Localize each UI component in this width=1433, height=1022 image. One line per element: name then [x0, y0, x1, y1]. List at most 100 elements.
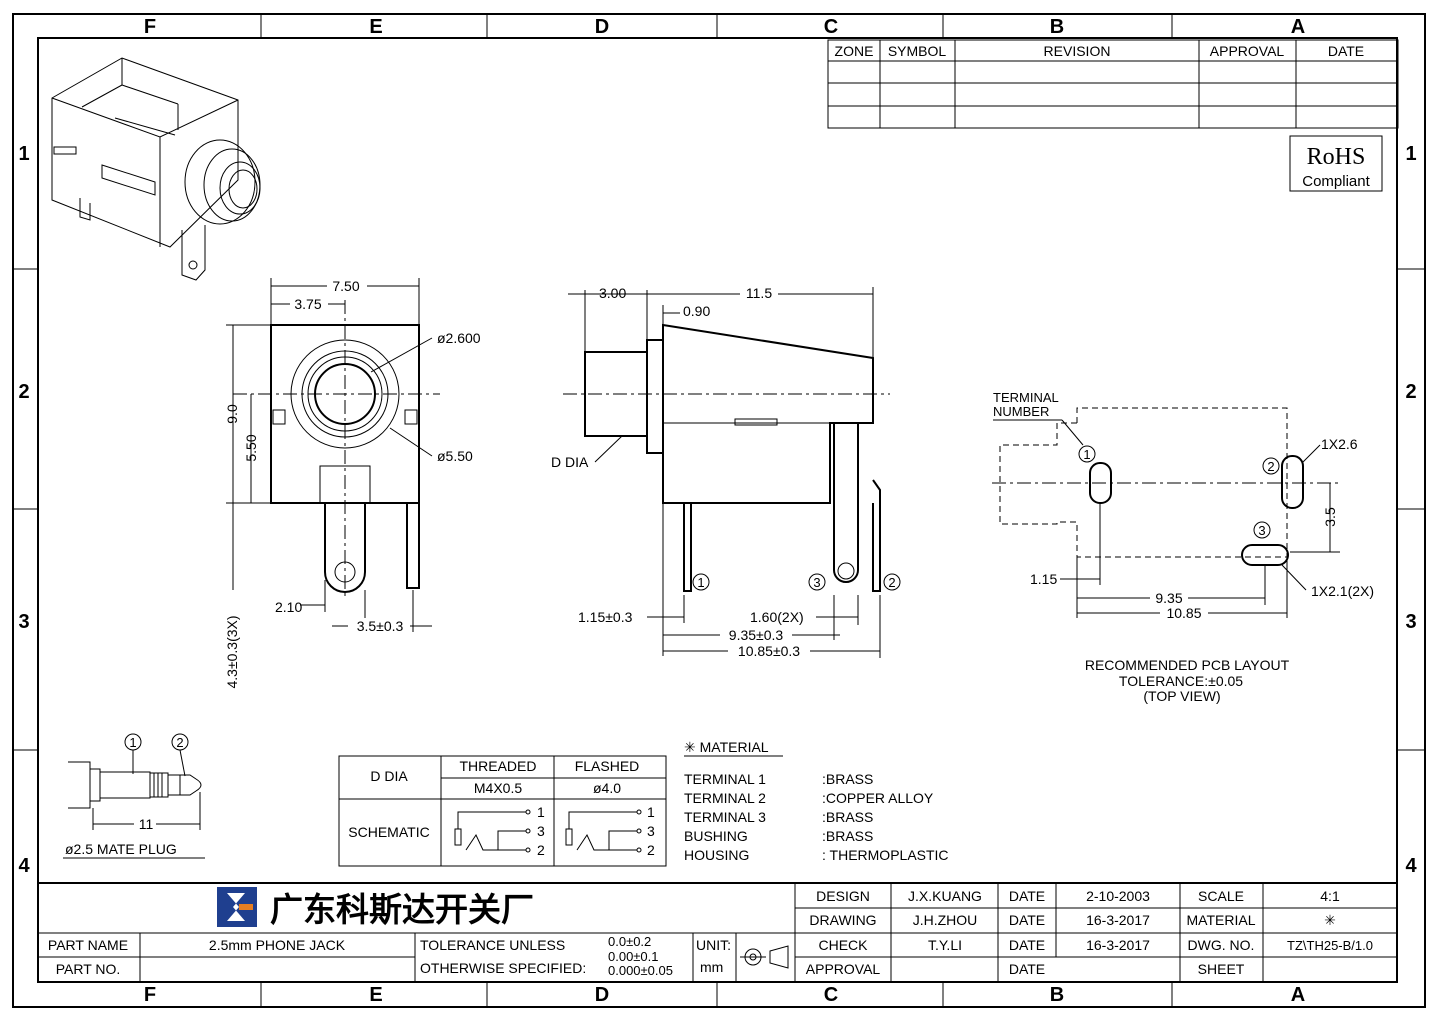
check-date-label: DATE — [1009, 937, 1045, 953]
tolerance-c: 0.000±0.05 — [608, 963, 673, 978]
pcb-caption-2: TOLERANCE:±0.05 — [1119, 673, 1243, 689]
pcb-pin-3-label: 3 — [1258, 523, 1265, 538]
zone-left-2: 2 — [18, 381, 29, 403]
pcb-terminal-label-1: TERMINAL — [993, 390, 1059, 405]
pcb-caption-1: RECOMMENDED PCB LAYOUT — [1085, 657, 1290, 673]
side-pin-1-label: 1 — [697, 575, 704, 590]
schematic-threaded-pin-1: 1 — [537, 804, 545, 820]
zone-left-4: 4 — [18, 855, 30, 877]
material-list: ✳ MATERIAL TERMINAL 1 :BRASS TERMINAL 2 … — [684, 739, 949, 863]
material-value-4: :BRASS — [822, 828, 873, 844]
schematic-threaded-pin-3: 3 — [537, 823, 545, 839]
pcb-caption-3: (TOP VIEW) — [1143, 688, 1220, 704]
pcb-dim-mid: 9.35 — [1155, 590, 1182, 606]
unit-label: UNIT: — [696, 937, 731, 953]
scale-label: SCALE — [1198, 888, 1244, 904]
design-date: 2-10-2003 — [1086, 888, 1150, 904]
front-dim-inner-dia: ø2.600 — [437, 330, 481, 346]
revision-table: ZONE SYMBOL REVISION APPROVAL DATE — [827, 39, 1399, 129]
scale-value: 4:1 — [1320, 888, 1340, 904]
material-value-2: :COPPER ALLOY — [822, 790, 934, 806]
zone-bottom-b: B — [1050, 984, 1064, 1006]
front-dim-width: 7.50 — [332, 278, 359, 294]
front-dim-pin-offset: 2.10 — [275, 599, 302, 615]
tolerance-line-2: OTHERWISE SPECIFIED: — [420, 960, 586, 976]
schematic-threaded: 1 3 2 — [454, 804, 545, 858]
tolerance-b: 0.00±0.1 — [608, 949, 659, 964]
mate-plug: 1 2 11 ø2.5 MATE PLUG — [63, 733, 205, 859]
drawing-date-label: DATE — [1009, 912, 1045, 928]
material-part-2: TERMINAL 2 — [684, 790, 766, 806]
unit-value: mm — [700, 959, 723, 975]
dia-col-flashed: FLASHED — [575, 758, 640, 774]
rev-header-zone: ZONE — [835, 43, 874, 59]
front-view: 7.50 3.75 9.0 5.50 ø2.600 ø5.50 2.10 3.5… — [224, 277, 481, 689]
design-date-label: DATE — [1009, 888, 1045, 904]
dia-col-threaded: THREADED — [459, 758, 536, 774]
rev-header-approval: APPROVAL — [1210, 43, 1285, 59]
material-part-3: TERMINAL 3 — [684, 809, 766, 825]
zone-bottom-a: A — [1291, 984, 1305, 1006]
title-block: 广东科斯达开关厂 PART NAME 2.5mm PHONE JACK PART… — [38, 882, 1397, 982]
approval-date-label: DATE — [1009, 961, 1045, 977]
schematic-flashed-pin-2: 2 — [647, 842, 655, 858]
pcb-terminal-label-2: NUMBER — [993, 404, 1049, 419]
material-part-1: TERMINAL 1 — [684, 771, 766, 787]
material-value-5: : THERMOPLASTIC — [822, 847, 949, 863]
dia-row1-label: D DIA — [370, 768, 408, 784]
company-name: 广东科斯达开关厂 — [270, 890, 534, 929]
zone-right-4: 4 — [1405, 855, 1417, 877]
material-label: MATERIAL — [1187, 912, 1256, 928]
pcb-slot-small: 1X2.1(2X) — [1311, 583, 1374, 599]
material-title: ✳ MATERIAL — [684, 739, 769, 755]
sheet-label: SHEET — [1198, 961, 1245, 977]
side-dim-bush-length: 3.00 — [599, 285, 626, 301]
pcb-pin-2-label: 2 — [1267, 459, 1274, 474]
side-pin-2-label: 2 — [888, 575, 895, 590]
front-dim-half-width: 3.75 — [294, 296, 321, 312]
drawing-date: 16-3-2017 — [1086, 912, 1150, 928]
side-dim-pin2-pos: 10.85±0.3 — [738, 643, 800, 659]
plug-dim-length: 11 — [139, 816, 154, 832]
border-frame — [12, 13, 1426, 1008]
zone-top-b: B — [1050, 16, 1064, 38]
plug-label: ø2.5 MATE PLUG — [65, 841, 177, 857]
schematic-flashed-pin-1: 1 — [647, 804, 655, 820]
approval-label: APPROVAL — [806, 961, 881, 977]
plug-pin-1-label: 1 — [129, 735, 136, 750]
dia-row2-label: SCHEMATIC — [348, 824, 429, 840]
pcb-pin-1-label: 1 — [1083, 447, 1090, 462]
zone-top-f: F — [144, 16, 156, 38]
rohs-subtitle: Compliant — [1302, 173, 1370, 190]
side-dim-pin-thick: 1.15±0.3 — [578, 609, 633, 625]
rohs-title: RoHS — [1307, 144, 1366, 170]
front-dim-pin-spacing: 3.5±0.3 — [357, 618, 404, 634]
material-value-3: :BRASS — [822, 809, 873, 825]
part-name-value: 2.5mm PHONE JACK — [209, 937, 346, 953]
pcb-layout: 1 2 3 TERMINAL NUMBER 1X2.6 1X2.1(2X) 3.… — [992, 390, 1374, 704]
zone-top-c: C — [824, 16, 838, 38]
zone-bottom-d: D — [595, 984, 609, 1006]
side-dim-flange: 0.90 — [683, 303, 710, 319]
material-part-4: BUSHING — [684, 828, 748, 844]
drawing-name: J.H.ZHOU — [913, 912, 978, 928]
rev-header-symbol: SYMBOL — [888, 43, 947, 59]
front-dim-pin-length: 4.3±0.3(3X) — [224, 615, 240, 688]
dia-threaded-value: M4X0.5 — [474, 780, 522, 796]
isometric-view — [51, 57, 261, 281]
rohs-badge: RoHS Compliant — [1289, 135, 1383, 192]
tolerance-a: 0.0±0.2 — [608, 934, 651, 949]
material-part-5: HOUSING — [684, 847, 749, 863]
zone-left-1: 1 — [18, 143, 29, 165]
zone-right-3: 3 — [1405, 611, 1416, 633]
dwg-no-label: DWG. NO. — [1188, 937, 1255, 953]
dwg-no-value: TZ\TH25-B/1.0 — [1287, 938, 1373, 953]
side-view: 1 3 2 3.00 11.5 0.90 D DIA 1.15±0.3 1.60… — [551, 285, 901, 659]
design-label: DESIGN — [816, 888, 870, 904]
rev-header-date: DATE — [1328, 43, 1364, 59]
zone-right-2: 2 — [1405, 381, 1416, 403]
side-pin-3-label: 3 — [813, 575, 820, 590]
front-dim-height: 9.0 — [224, 404, 240, 424]
part-no-label: PART NO. — [56, 961, 121, 977]
